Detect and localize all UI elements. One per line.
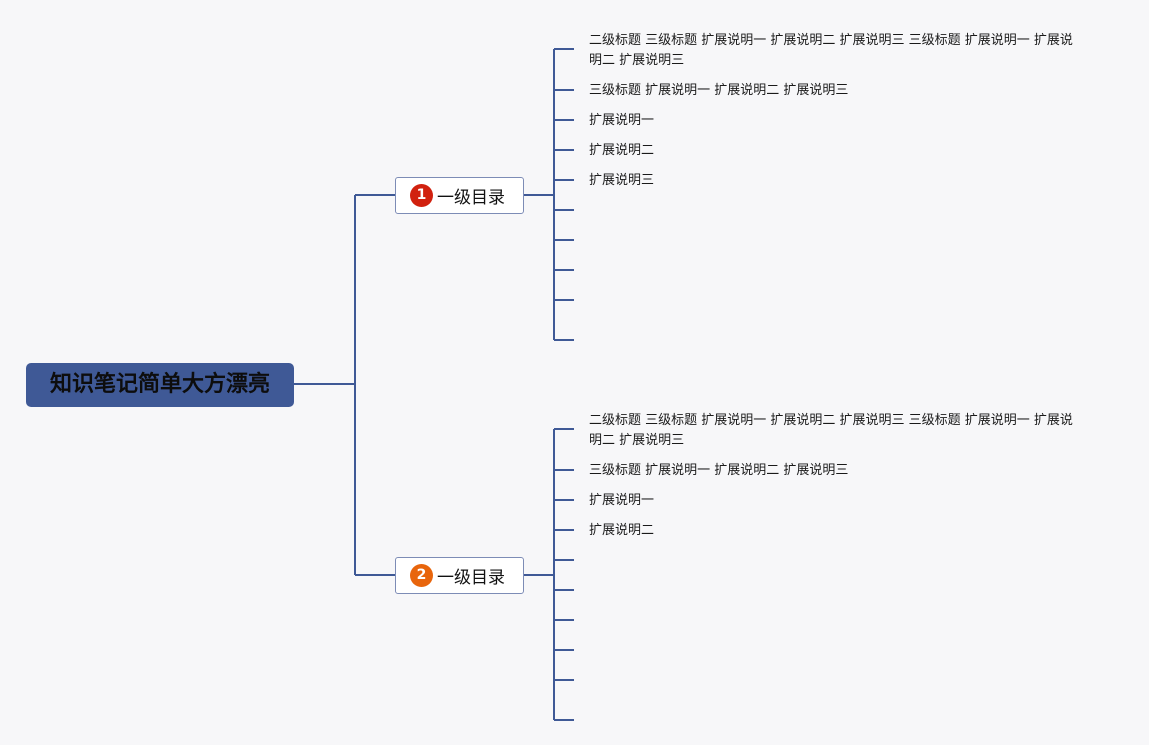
leaf-topic[interactable]: 三级标题 扩展说明一 扩展说明二 扩展说明三: [589, 463, 849, 478]
leaf-topic[interactable]: 扩展说明三: [589, 173, 655, 188]
root-node[interactable]: 知识笔记简单大方漂亮: [26, 363, 294, 407]
branch-node-1[interactable]: 1 一级目录: [395, 177, 524, 214]
branch-node-2[interactable]: 2 一级目录: [395, 557, 524, 594]
leaf-topic[interactable]: 扩展说明二: [589, 143, 655, 158]
leaf-topic[interactable]: 二级标题 三级标题 扩展说明一 扩展说明二 扩展说明三 三级标题 扩展说明一 扩…: [589, 413, 1073, 448]
leaf-topic[interactable]: 扩展说明一: [589, 113, 655, 128]
leaf-topic[interactable]: 三级标题 扩展说明一 扩展说明二 扩展说明三: [589, 83, 849, 98]
leaf-topic[interactable]: 扩展说明一: [589, 493, 655, 508]
branch-node-label: 一级目录: [437, 188, 505, 208]
number-2-badge-icon: 2: [410, 564, 433, 587]
branch-node-label: 一级目录: [437, 568, 505, 588]
leaf-topic[interactable]: 扩展说明二: [589, 523, 655, 538]
leaf-topic[interactable]: 二级标题 三级标题 扩展说明一 扩展说明二 扩展说明三 三级标题 扩展说明一 扩…: [589, 33, 1073, 68]
number-1-badge-icon: 1: [410, 184, 433, 207]
